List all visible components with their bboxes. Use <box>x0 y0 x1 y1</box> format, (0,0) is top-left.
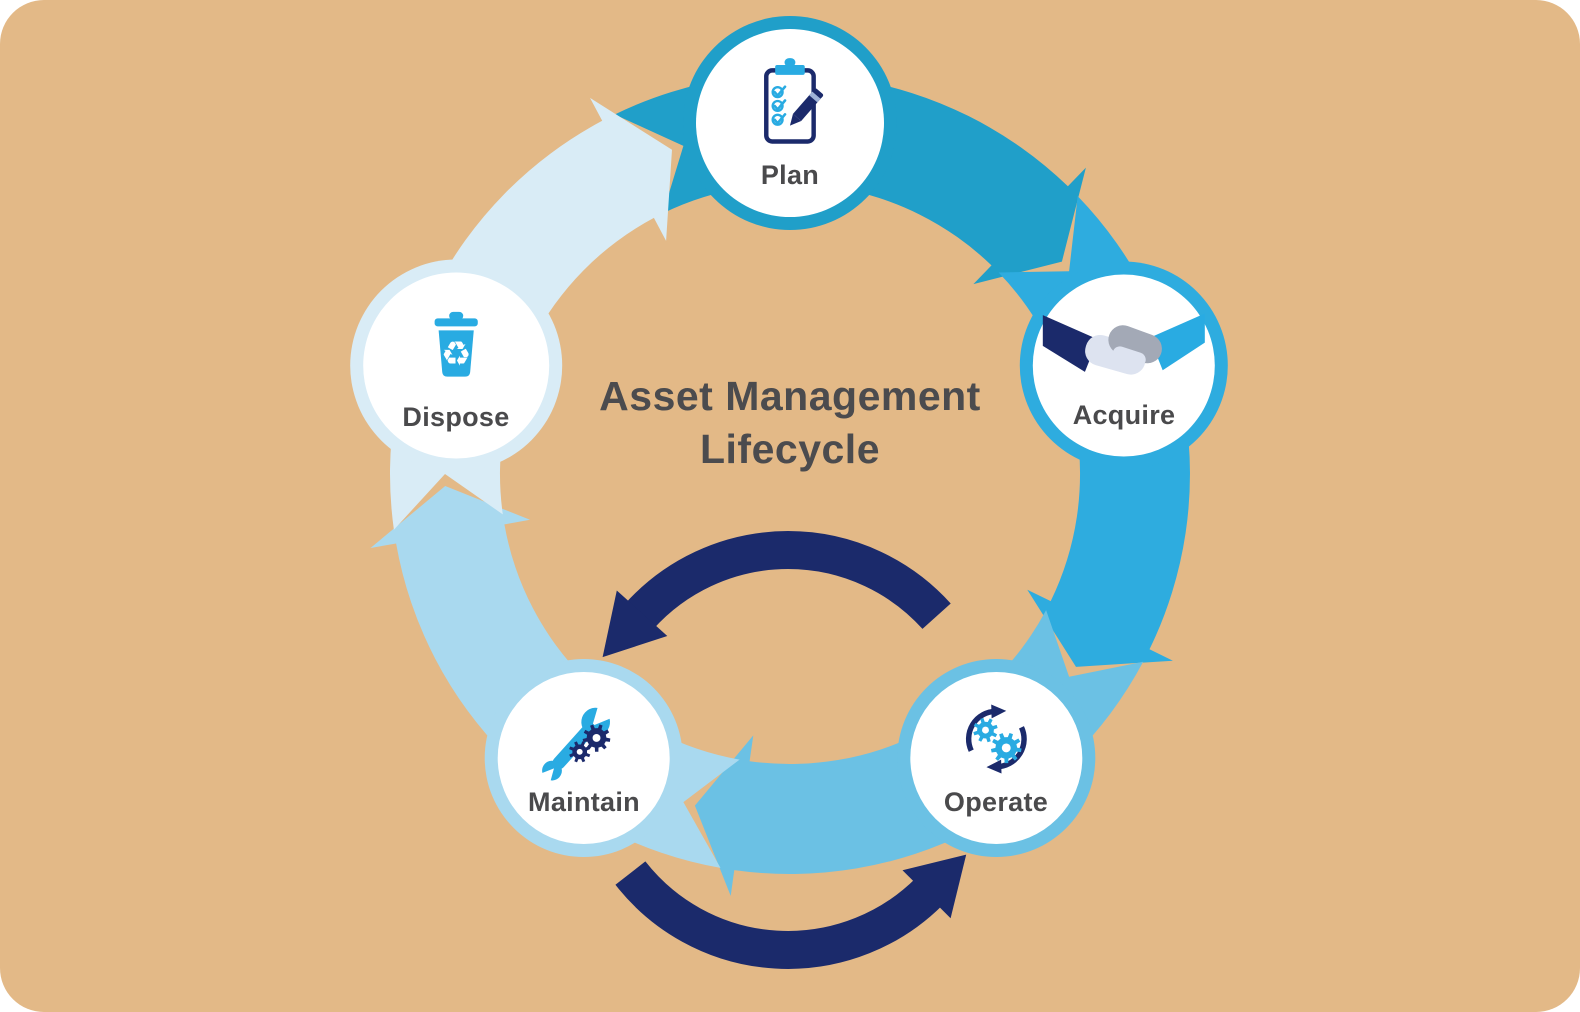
svg-text:♻: ♻ <box>441 335 472 375</box>
stage-label-dispose: Dispose <box>402 402 510 432</box>
handshake-icon <box>1042 313 1205 375</box>
stage-label-maintain: Maintain <box>528 787 640 817</box>
clipboard-checklist-icon <box>764 58 824 144</box>
diagram-title: Asset Management Lifecycle <box>490 370 1090 476</box>
sync-arc-top <box>965 704 1007 752</box>
wrench-gears-icon <box>535 695 622 788</box>
stage-label-plan: Plan <box>760 160 820 190</box>
counterclockwise-arrow-top-icon <box>602 531 951 658</box>
counterclockwise-arrow-bottom-icon <box>615 854 967 969</box>
title-line-2: Lifecycle <box>700 426 880 472</box>
recycle-bin-icon: ♻ <box>434 311 478 377</box>
stage-label-operate: Operate <box>943 787 1049 817</box>
sync-arc-bottom <box>986 726 1027 774</box>
stage-label-acquire: Acquire <box>1072 400 1176 430</box>
title-line-1: Asset Management <box>599 373 981 419</box>
gears-sync-icon <box>965 704 1027 774</box>
